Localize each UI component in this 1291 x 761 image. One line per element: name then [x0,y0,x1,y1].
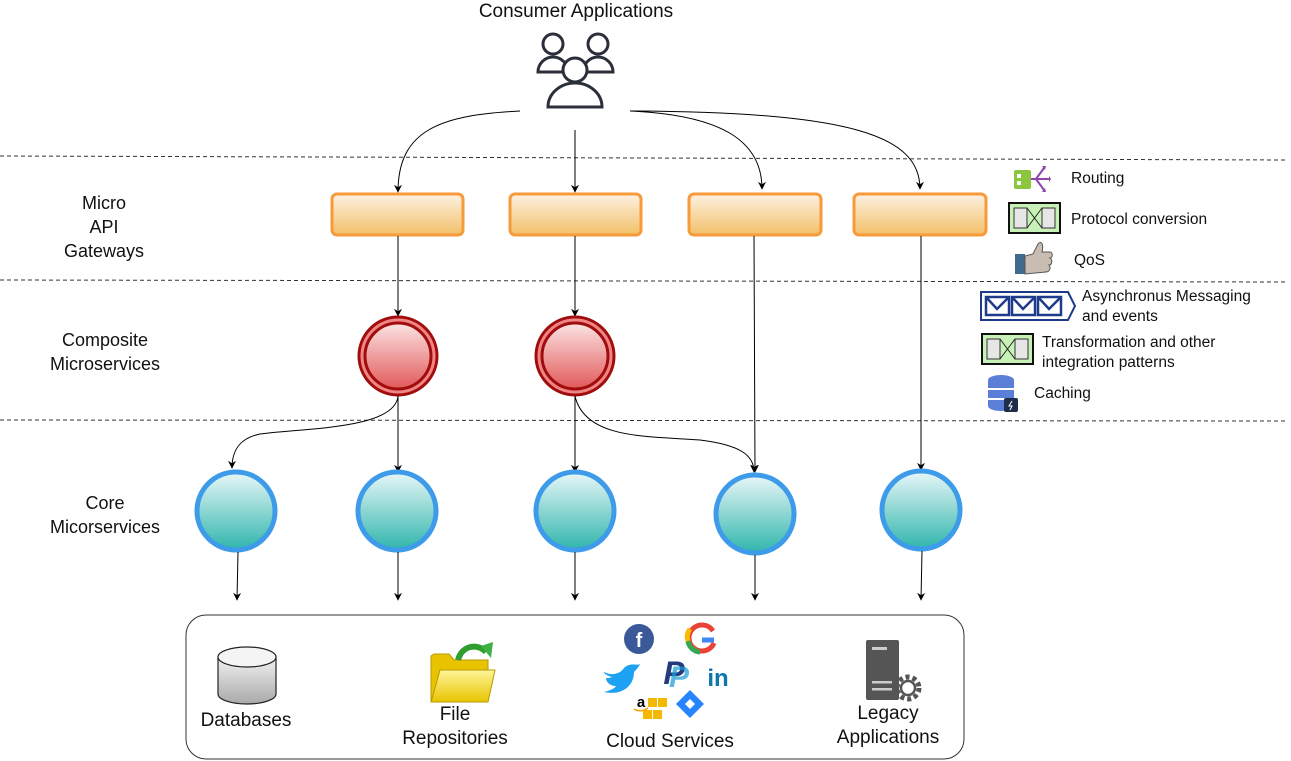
layer-separator [0,279,1286,283]
composite-microservice[interactable] [534,315,616,397]
consumer-applications-title: Consumer Applications [478,1,674,22]
database-cache-icon [988,375,1018,412]
svg-text:P: P [663,655,685,691]
protocol-conversion-icon [1008,202,1061,234]
connector [629,110,924,190]
legend-label-caching: Caching [1034,385,1091,402]
connector [917,550,926,601]
layer-label-gateways: Micro API Gateways [63,193,145,261]
layer-separator [0,419,1286,422]
resource-label-cloud-services: Cloud Services [606,731,734,752]
connector [233,551,242,601]
composite-connectors [228,395,758,473]
svg-text:f: f [636,630,643,652]
legend-label-routing: Routing [1071,170,1125,187]
core-microservice[interactable] [355,469,439,553]
resources-container [185,614,965,760]
cloud-services-icons: f P P in a [603,622,729,719]
gateway-connectors [394,235,925,473]
svg-text:in: in [707,665,728,692]
connector [574,395,758,473]
users-group-icon [536,32,615,109]
composite-microservice[interactable] [357,315,439,397]
envelopes-icon [980,291,1077,321]
legend-label-async-messaging: Asynchronus Messaging and events [1082,288,1251,325]
jira-icon [676,690,704,718]
paypal-icon: P P [663,655,690,694]
gateways-group [330,192,988,237]
svg-text:a: a [637,694,646,711]
layer-separator [0,155,1286,161]
database-icon [217,646,277,705]
twitter-icon [603,664,640,693]
transformation-icon [981,333,1034,365]
folder-icon [430,642,496,703]
legend-label-qos: QoS [1074,252,1106,269]
layer-label-composite: Composite Microservices [49,330,160,374]
thumbs-up-icon [1015,241,1053,275]
server-gear-icon [866,640,922,702]
core-group [194,468,963,556]
linkedin-icon: in [707,665,728,692]
connector [750,235,759,473]
layer-label-core: Core Micorservices [49,493,160,537]
api-gateway-box[interactable] [687,192,823,237]
core-microservice[interactable] [713,472,797,556]
facebook-icon: f [624,624,654,654]
consumer-connectors [394,110,924,193]
core-microservice[interactable] [194,469,278,553]
legend-label-transformation: Transformation and other integration pat… [1042,334,1216,371]
amazon-icon: a [633,694,667,719]
routing-icon [1014,166,1051,192]
api-gateway-box[interactable] [508,192,643,237]
core-microservice[interactable] [879,468,963,552]
core-connectors [233,550,926,601]
connector [394,110,521,193]
connector [629,110,766,190]
resource-label-legacy-applications: Legacy Applications [836,703,940,748]
composite-group [357,315,616,397]
google-icon [684,622,717,655]
core-microservice[interactable] [533,469,617,553]
api-gateway-box[interactable] [330,192,465,237]
api-gateway-box[interactable] [852,192,988,237]
svg-text:P: P [669,661,690,694]
resource-label-file-repositories: File Repositories [402,704,508,749]
resource-label-databases: Databases [200,710,292,731]
legend-label-protocol-conversion: Protocol conversion [1071,211,1208,228]
connector [228,395,399,469]
